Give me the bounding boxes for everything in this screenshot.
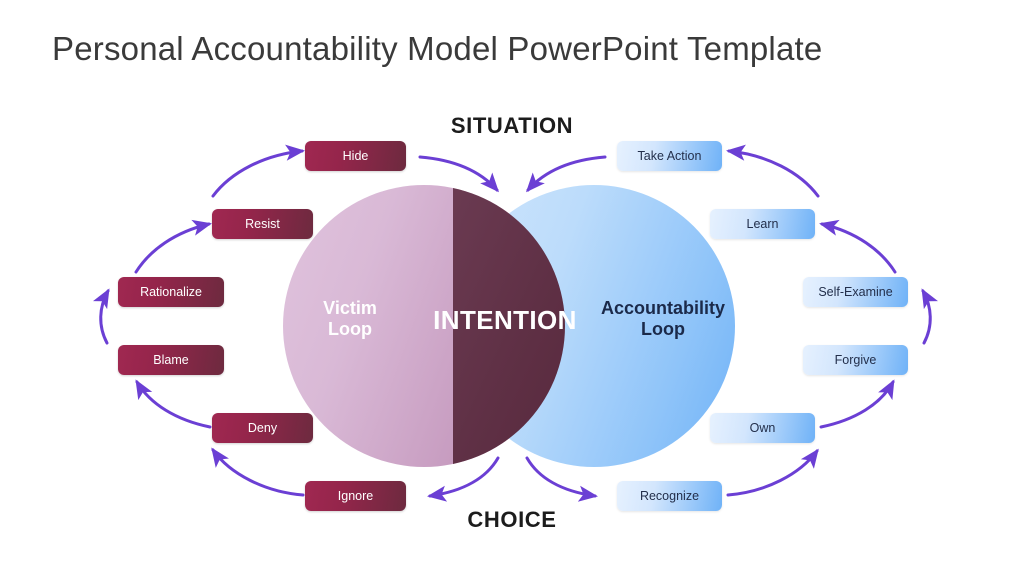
accountability-step-self-examine[interactable]: Self-Examine	[803, 277, 908, 307]
accountability-step-own[interactable]: Own	[710, 413, 815, 443]
arrow-ignore-to-deny	[211, 447, 305, 497]
page-title: Personal Accountability Model PowerPoint…	[52, 30, 823, 67]
arrow-self-examine-to-learn	[819, 219, 897, 274]
arrow-blame-to-rationalize	[93, 288, 110, 345]
situation-heading: SITUATION	[450, 113, 574, 138]
accountability-step-recognize[interactable]: Recognize	[617, 481, 722, 511]
accountability-step-forgive[interactable]: Forgive	[803, 345, 908, 375]
victim-step-ignore[interactable]: Ignore	[305, 481, 406, 511]
victim-step-deny[interactable]: Deny	[212, 413, 313, 443]
venn-intersection	[453, 185, 565, 467]
arrow-deny-to-blame	[135, 379, 212, 429]
victim-step-blame[interactable]: Blame	[118, 345, 224, 375]
arrow-own-to-forgive	[819, 379, 895, 429]
accountability-step-learn[interactable]: Learn	[710, 209, 815, 239]
victim-step-rationalize[interactable]: Rationalize	[118, 277, 224, 307]
choice-heading: CHOICE	[467, 507, 557, 532]
arrow-recognize-to-own	[726, 448, 819, 497]
accountability-step-take-action[interactable]: Take Action	[617, 141, 722, 171]
arrow-rationalize-to-resist	[134, 219, 212, 274]
victim-step-hide[interactable]: Hide	[305, 141, 406, 171]
venn-intersection-shape	[453, 185, 565, 467]
arrow-forgive-to-self-examine	[921, 288, 938, 345]
victim-step-resist[interactable]: Resist	[212, 209, 313, 239]
arrow-learn-to-take-action	[726, 144, 820, 198]
arrow-resist-to-hide	[211, 144, 305, 198]
